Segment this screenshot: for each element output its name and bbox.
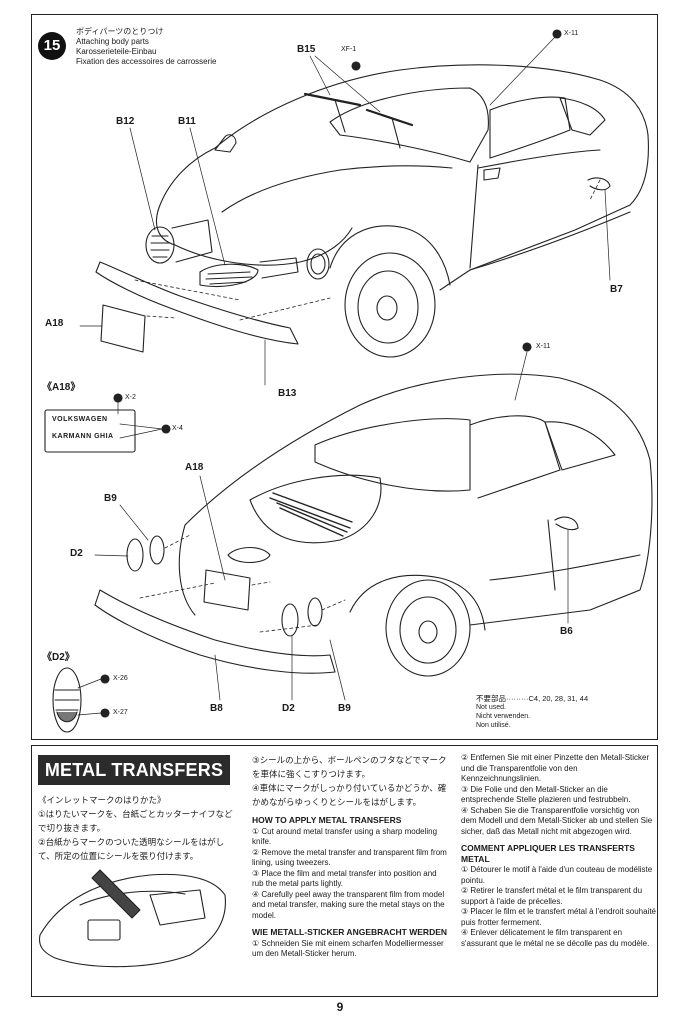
en-step-1: ① Cut around metal transfer using a shar… bbox=[252, 826, 438, 847]
jp-step-1: ①はりたいマークを、台紙ごとカッターナイフなどで切り抜きます。 bbox=[38, 809, 233, 833]
d2-box-label: D2 bbox=[52, 652, 65, 663]
label-b7: B7 bbox=[610, 284, 623, 295]
not-used-part-list: C4, 20, 28, 31, 44 bbox=[528, 694, 589, 703]
label-b9-bottom: B9 bbox=[338, 703, 351, 714]
label-b8: B8 bbox=[210, 703, 223, 714]
plate-text-line2: KARMANN GHIA bbox=[52, 433, 114, 440]
not-used-de: Nicht verwenden. bbox=[476, 713, 531, 720]
instructions-column-3: ② Entfernen Sie mit einer Pinzette den M… bbox=[461, 753, 656, 949]
a18-plate-detail bbox=[44, 393, 171, 453]
label-d2-bottom: D2 bbox=[282, 703, 295, 714]
metal-transfers-title: METAL TRANSFERS bbox=[38, 755, 230, 785]
fr-step-3: ③ Placer le film et le transfert métal à… bbox=[461, 907, 657, 927]
d2-lens-detail bbox=[52, 667, 110, 733]
en-heading: HOW TO APPLY METAL TRANSFERS bbox=[252, 815, 402, 825]
jp-step-3: ③シールの上から、ボールペンのフタなどでマークを車体に強くこすりつけます。 bbox=[252, 755, 447, 779]
fr-step-1: ① Détourer le motif à l'aide d'un coutea… bbox=[461, 865, 653, 885]
step-title-fr: Fixation des accessoires de carrosserie bbox=[76, 57, 217, 66]
not-used-en: Not used. bbox=[476, 704, 506, 711]
jp-step-4: ④車体にマークがしっかり付いているかどうか、確かめながらゆっくりとシールをはがし… bbox=[252, 783, 447, 807]
page-number: 9 bbox=[336, 1000, 344, 1014]
label-x2: X-2 bbox=[125, 394, 136, 401]
step-frame bbox=[31, 14, 658, 740]
en-step-2: ② Remove the metal transfer and transpar… bbox=[252, 847, 447, 868]
instructions-jp-column-1: 《インレットマークのはりかた》 ①はりたいマークを、台紙ごとカッターナイフなどで… bbox=[38, 793, 238, 863]
de-heading: WIE METALL-STICKER ANGEBRACHT WERDEN bbox=[252, 927, 448, 937]
label-x4: X-4 bbox=[172, 425, 183, 432]
d2-box-title: 《D2》 bbox=[42, 652, 75, 663]
en-step-4: ④ Carefully peel away the transparent fi… bbox=[252, 889, 445, 920]
label-b13: B13 bbox=[278, 388, 297, 399]
fr-step-2: ② Retirer le transfert métal et le film … bbox=[461, 886, 643, 906]
label-b15: B15 bbox=[297, 44, 316, 55]
instructions-column-2: ③シールの上から、ボールペンのフタなどでマークを車体に強くこすりつけます。 ④車… bbox=[252, 753, 448, 960]
step-title-en: Attaching body parts bbox=[76, 37, 149, 46]
label-d2-left: D2 bbox=[70, 548, 83, 559]
label-b9-left: B9 bbox=[104, 493, 117, 504]
label-x11-top: X-11 bbox=[564, 30, 579, 37]
label-x27: X-27 bbox=[113, 709, 128, 716]
not-used-head-jp: 不要部品 bbox=[476, 694, 506, 703]
a18-box-title: 《A18》 bbox=[42, 382, 81, 393]
label-b6: B6 bbox=[560, 626, 573, 637]
fr-step-4: ④ Enlever délicatement le film transpare… bbox=[461, 928, 650, 948]
en-step-3: ③ Place the film and metal transfer into… bbox=[252, 868, 437, 889]
not-used-parts: 不要部品·········C4, 20, 28, 31, 44 Not used… bbox=[476, 694, 589, 729]
not-used-fr: Non utilisé. bbox=[476, 722, 511, 729]
label-x11-bottom: X-11 bbox=[536, 343, 551, 350]
top-car-drawing bbox=[79, 29, 649, 386]
metal-transfers-frame bbox=[31, 745, 658, 997]
step-number-badge: 15 bbox=[38, 32, 66, 60]
label-x26: X-26 bbox=[113, 675, 128, 682]
bottom-car-drawing bbox=[94, 351, 653, 701]
de-step-3: ③ Die Folie und den Metall-Sticker an di… bbox=[461, 784, 631, 805]
step-title-jp: ボディパーツのとりつけ bbox=[76, 27, 164, 36]
label-xf1: XF-1 bbox=[341, 46, 357, 53]
label-a18-bottom: A18 bbox=[185, 462, 204, 473]
a18-box-label: A18 bbox=[52, 382, 71, 393]
metal-transfer-illustration bbox=[38, 869, 226, 968]
jp-step-2: ②台紙からマークのついた透明なシールをはがして、所定の位置にシールを張り付けます… bbox=[38, 837, 225, 861]
jp-heading: 《インレットマークのはりかた》 bbox=[38, 795, 166, 805]
fr-heading: COMMENT APPLIQUER LES TRANSFERTS METAL bbox=[461, 843, 635, 864]
plate-text-line1: VOLKSWAGEN bbox=[52, 416, 108, 423]
label-a18-top: A18 bbox=[45, 318, 64, 329]
label-b12: B12 bbox=[116, 116, 135, 127]
step-title: ボディパーツのとりつけ Attaching body parts Karosse… bbox=[76, 27, 217, 67]
de-step-2: ② Entfernen Sie mit einer Pinzette den M… bbox=[461, 753, 650, 783]
label-b11: B11 bbox=[178, 116, 196, 127]
step-title-de: Karosserieteile-Einbau bbox=[76, 47, 157, 56]
de-step-1: ① Schneiden Sie mit einem scharfen Model… bbox=[252, 938, 444, 959]
de-step-4: ④ Schaben Sie die Transparentfolie vorsi… bbox=[461, 805, 653, 836]
